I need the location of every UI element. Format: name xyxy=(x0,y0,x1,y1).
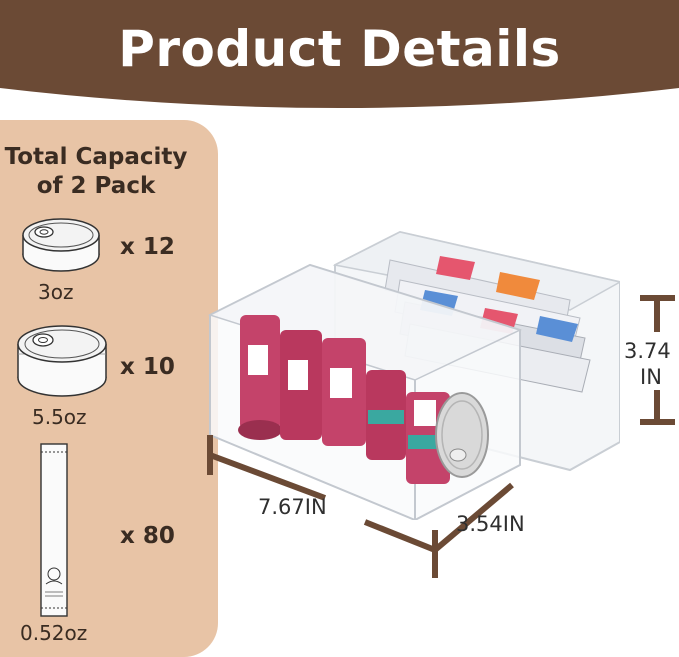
size-large-can: 5.5oz xyxy=(32,405,87,429)
quantity-large-can: x 10 xyxy=(120,354,175,380)
width-dimension: 3.54IN xyxy=(456,512,525,536)
large-can-icon xyxy=(17,325,107,397)
small-can-icon xyxy=(22,218,100,272)
quantity-treat-stick: x 80 xyxy=(120,523,175,549)
capacity-title-line2: of 2 Pack xyxy=(36,173,156,199)
length-dimension: 7.67IN xyxy=(258,495,327,519)
treat-stick-icon xyxy=(40,443,68,617)
dimension-lines xyxy=(207,295,675,578)
cans xyxy=(238,315,489,484)
banner-shape xyxy=(0,0,679,108)
height-dimension-unit: IN xyxy=(640,365,662,389)
capacity-title-line1: Total Capacity xyxy=(4,144,188,170)
capacity-title: Total Capacity of 2 Pack xyxy=(0,143,192,201)
page-title: Product Details xyxy=(118,20,561,78)
organizer-bin-illustration xyxy=(208,230,620,520)
height-dimension-value: 3.74 xyxy=(624,339,671,363)
header-banner: Product Details xyxy=(0,0,679,112)
size-small-can: 3oz xyxy=(38,280,74,304)
size-treat-stick: 0.52oz xyxy=(20,621,88,645)
quantity-small-can: x 12 xyxy=(120,234,175,260)
